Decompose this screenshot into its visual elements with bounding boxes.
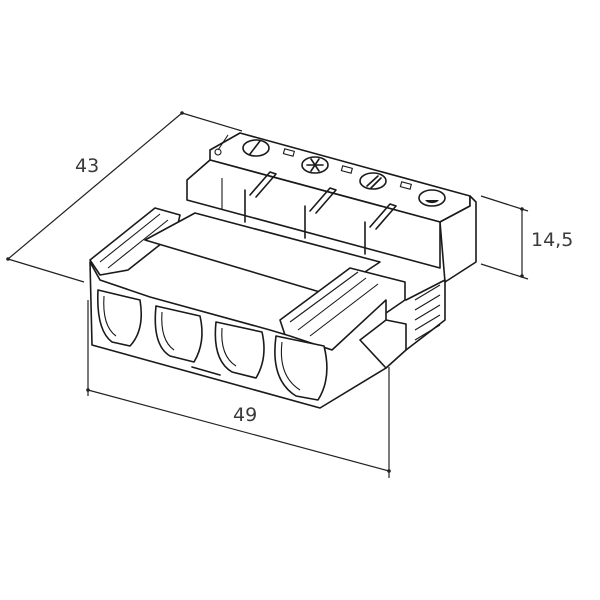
screw-star-icon (301, 156, 329, 174)
depth-dimension-line (6, 111, 243, 283)
screw-half-icon (418, 189, 446, 207)
screw-slot-icon (242, 139, 270, 157)
wire-entry-3 (214, 321, 265, 379)
wire-entries (96, 289, 328, 401)
width-dimension-label: 49 (233, 404, 258, 426)
height-dimension-line (480, 195, 529, 280)
housing-marking (191, 366, 221, 376)
rear-terminal-block (186, 132, 477, 283)
depth-dimension-label: 43 (75, 155, 100, 177)
wire-entry-4 (274, 335, 328, 401)
screw-terminals (242, 139, 446, 207)
height-dimension-label: 14,5 (531, 229, 574, 251)
wire-entry-2 (154, 305, 203, 363)
wire-entry-1 (96, 289, 143, 347)
screw-angled-icon (359, 172, 387, 190)
width-dimension-line (86, 300, 391, 478)
